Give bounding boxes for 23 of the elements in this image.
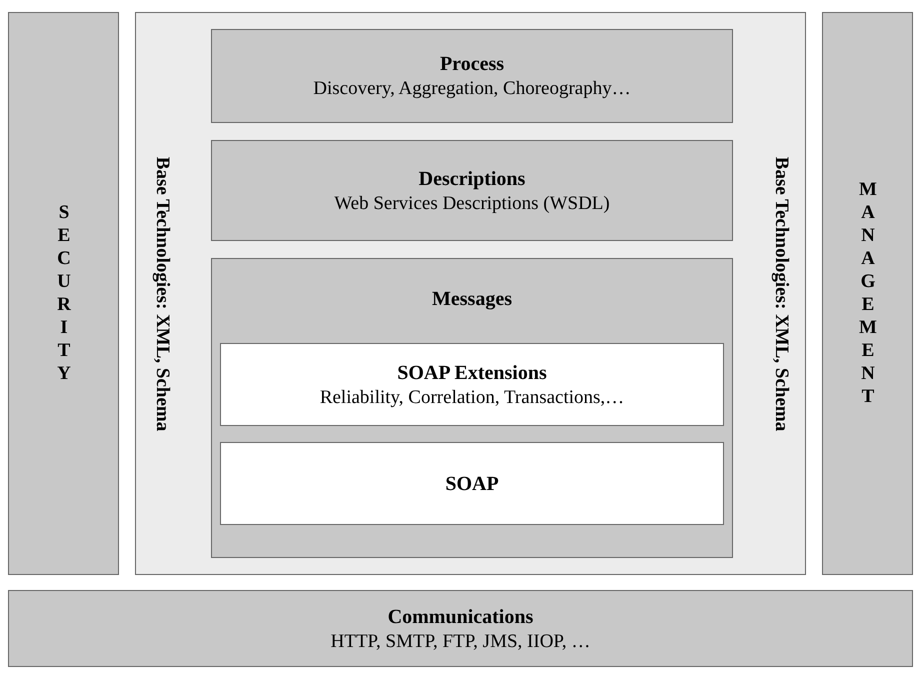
layer-box [211, 258, 733, 558]
layer-description: HTTP, SMTP, FTP, JMS, IIOP, … [330, 630, 590, 654]
side-label: Base Technologies: XML, Schema [770, 156, 792, 431]
layer-title: Process [440, 52, 504, 77]
layer-box [211, 140, 733, 241]
layer-box [220, 343, 724, 426]
layer-description: Reliability, Correlation, Transactions,… [320, 386, 624, 410]
layer-description: Discovery, Aggregation, Choreography… [313, 77, 631, 101]
side-label: Base Technologies: XML, Schema [151, 156, 173, 431]
panel-title: SECURITY [52, 202, 74, 386]
security-panel [8, 12, 119, 575]
layer-title: Descriptions [418, 166, 526, 192]
layer-title: SOAP Extensions [397, 360, 547, 386]
base-panel [135, 12, 806, 575]
layer-description: Web Services Descriptions (WSDL) [334, 192, 610, 216]
management-panel [822, 12, 913, 575]
layer-box [220, 442, 724, 525]
layer-title: Communications [388, 604, 534, 630]
layer-title: SOAP [445, 472, 499, 496]
layer-title: Messages [432, 287, 512, 312]
communications-panel [8, 590, 913, 667]
layer-box [211, 29, 733, 123]
panel-title: MANAGEMENT [856, 178, 878, 408]
